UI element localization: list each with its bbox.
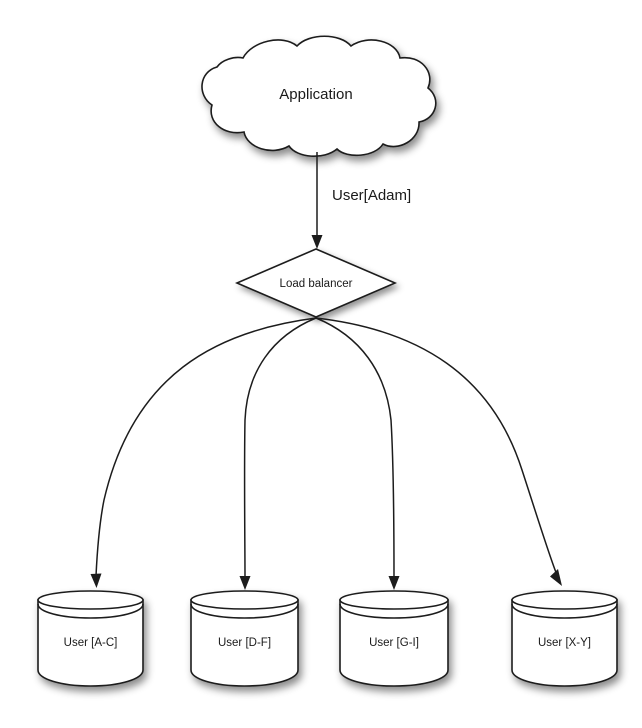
cylinder-rim-2 (190, 603, 299, 619)
edge-to-db-1 (95, 317, 317, 577)
edge-to-db-2 (243, 317, 317, 579)
node-database-1[interactable]: User [A-C] (37, 590, 144, 687)
cylinder-top-2 (190, 590, 299, 610)
cylinder-body-3 (339, 599, 449, 687)
cylinder-rim-4 (511, 603, 618, 619)
cylinder-rim-3 (339, 603, 449, 619)
edges-balancer-to-databases (90, 317, 562, 590)
cylinder-top-1 (37, 590, 144, 610)
node-database-2[interactable]: User [D-F] (190, 590, 299, 687)
edge-label-user-adam: User[Adam] (332, 187, 411, 204)
node-database-4[interactable]: User [X-Y] (511, 590, 618, 687)
diamond-shape (234, 248, 398, 318)
cylinder-body-1 (37, 599, 144, 687)
edge-to-db-2-arrowhead (239, 576, 251, 590)
app-to-balancer-arrowhead (311, 235, 323, 249)
edge-to-db-4-arrowhead (550, 569, 562, 586)
cylinder-rim-1 (37, 603, 144, 619)
load-balancer-label: Load balancer (280, 278, 353, 290)
cylinder-body-2 (190, 599, 299, 687)
application-label: Application (279, 86, 352, 103)
database-2-label: User [D-F] (218, 637, 271, 649)
cloud-shape (201, 35, 437, 157)
database-3-label: User [G-I] (369, 637, 419, 649)
node-database-3[interactable]: User [G-I] (339, 590, 449, 687)
node-load-balancer[interactable]: Load balancer (234, 248, 398, 318)
node-application[interactable]: Application (201, 35, 437, 157)
edge-to-db-4 (315, 317, 558, 576)
cylinder-top-3 (339, 590, 449, 610)
cylinder-body-4 (511, 599, 618, 687)
edge-app-to-balancer: User[Adam] (311, 152, 411, 249)
edge-to-db-3 (315, 317, 395, 579)
database-1-label: User [A-C] (64, 637, 118, 649)
edge-to-db-1-arrowhead (90, 573, 102, 588)
cylinder-top-4 (511, 590, 618, 610)
database-4-label: User [X-Y] (538, 637, 591, 649)
edge-to-db-3-arrowhead (388, 576, 400, 590)
